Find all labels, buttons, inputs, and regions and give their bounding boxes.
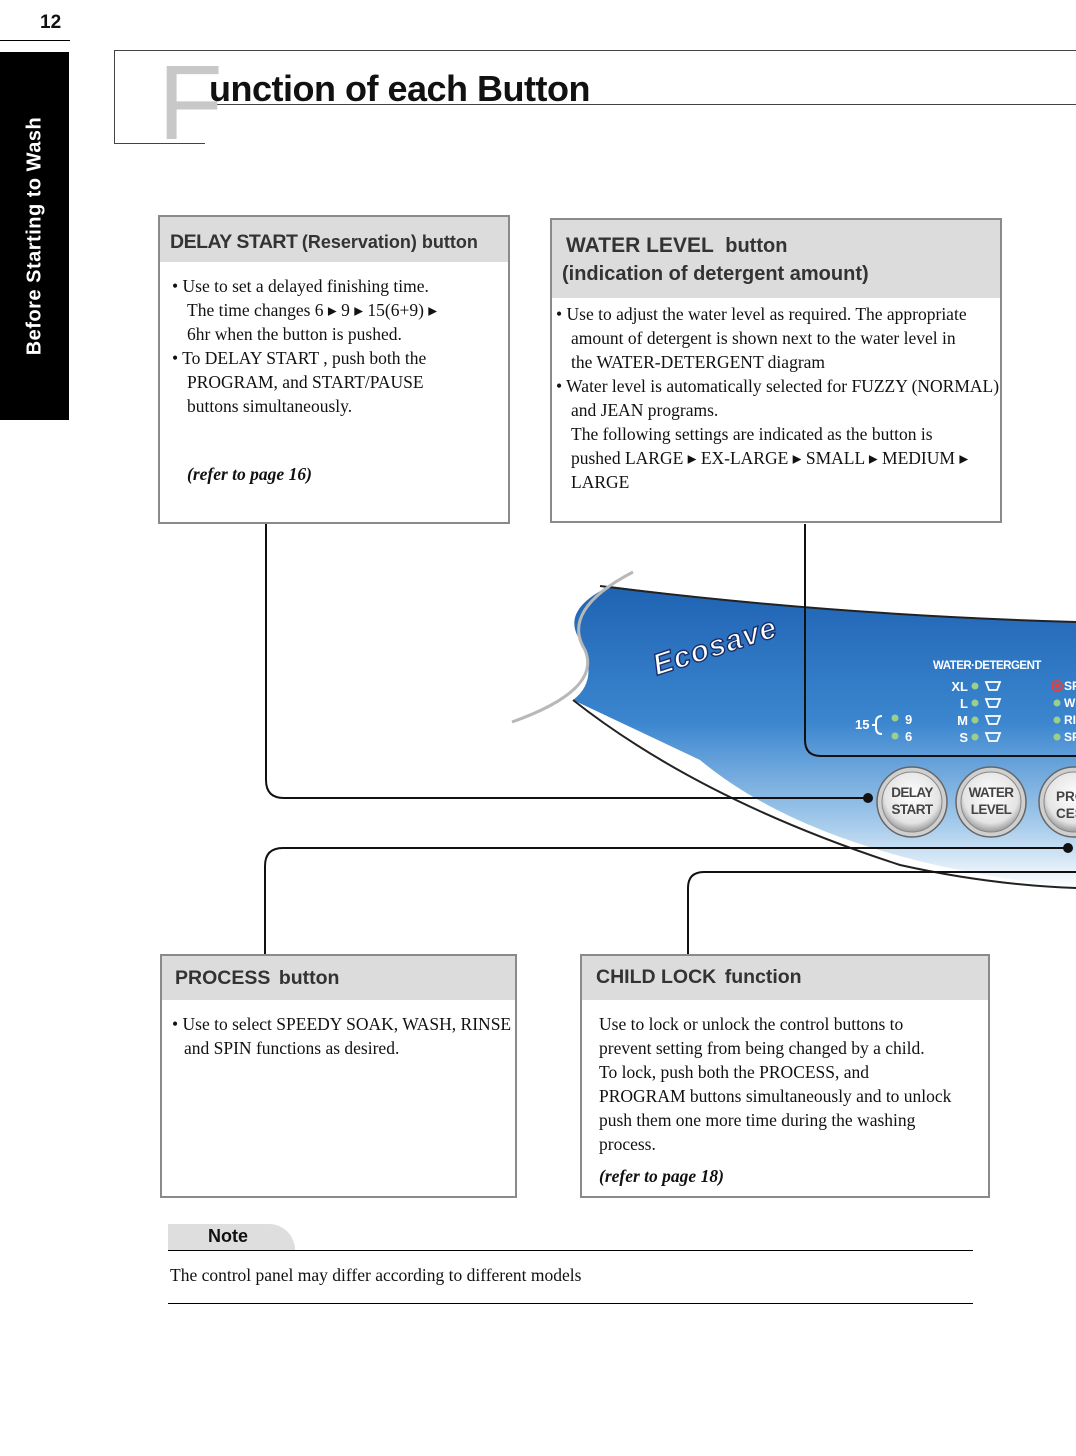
leader-delay-start bbox=[265, 524, 868, 799]
delay-start-body: • Use to set a delayed finishing time. T… bbox=[160, 262, 508, 486]
child-lock-line: prevent setting from being changed by a … bbox=[599, 1038, 925, 1058]
delay-start-button-label: START bbox=[891, 802, 934, 817]
page-number: 12 bbox=[40, 12, 62, 33]
delay-line: The time changes 6 ▸ 9 ▸ 15(6+9) ▸ bbox=[187, 300, 438, 320]
child-lock-line: push them one more time during the washi… bbox=[599, 1110, 916, 1130]
level-label-l: L bbox=[960, 696, 968, 711]
delay-indicator-dots bbox=[891, 714, 899, 740]
delay-line: PROGRAM, and START/PAUSE bbox=[187, 372, 424, 392]
title-rule-bottom bbox=[200, 104, 1076, 105]
delay-label-9: 9 bbox=[905, 712, 913, 727]
water-detergent-label: WATER·DETERGENT bbox=[933, 660, 1041, 672]
detergent-icons bbox=[984, 681, 1002, 742]
water-level-labels: XL L M S bbox=[940, 678, 968, 746]
child-lock-box: CHILD LOCK function Use to lock or unloc… bbox=[580, 954, 990, 1198]
delay-line: buttons simultaneously. bbox=[187, 396, 353, 416]
water-level-button[interactable]: WATER LEVEL bbox=[961, 784, 1021, 818]
process-label-spin: SPI bbox=[1064, 679, 1076, 693]
child-lock-line: Use to lock or unlock the control button… bbox=[599, 1014, 904, 1034]
water-level-title-button: button bbox=[725, 235, 788, 257]
child-lock-line: process. bbox=[599, 1134, 656, 1154]
page-number-rule bbox=[0, 40, 70, 41]
leader-delay-start-dot bbox=[863, 793, 873, 803]
water-level-body: • Use to adjust the water level as requi… bbox=[552, 298, 1000, 494]
delay-start-header: DELAY START (Reservation) button bbox=[160, 217, 508, 262]
water-level-header: WATER LEVEL button (indication of deterg… bbox=[552, 220, 1000, 298]
water-line: pushed LARGE ▸ EX-LARGE ▸ SMALL ▸ MEDIUM… bbox=[571, 448, 969, 468]
process-label-rinse: RI bbox=[1064, 713, 1076, 727]
process-label-speedy: SP bbox=[1064, 730, 1076, 744]
child-lock-subtitle: function bbox=[724, 966, 802, 988]
child-lock-body: Use to lock or unlock the control button… bbox=[582, 1000, 988, 1188]
process-button[interactable]: PRO CES bbox=[1056, 788, 1076, 822]
process-title: PROCESS bbox=[175, 967, 271, 989]
note-tab: Note bbox=[168, 1224, 295, 1250]
spin-indicator-ring bbox=[1051, 680, 1063, 692]
note-rule-top bbox=[168, 1250, 973, 1251]
delay-start-button-label: DELAY bbox=[891, 785, 933, 800]
water-level-subtitle: (indication of detergent amount) bbox=[562, 263, 869, 285]
water-level-title: WATER LEVEL bbox=[566, 234, 714, 257]
note-text: The control panel may differ according t… bbox=[170, 1265, 582, 1285]
water-level-button-label: LEVEL bbox=[970, 802, 1012, 817]
delay-start-title: DELAY START bbox=[170, 231, 298, 253]
level-label-s: S bbox=[959, 730, 968, 745]
leader-process bbox=[264, 847, 1068, 955]
level-indicator-dots bbox=[971, 682, 1061, 741]
water-line: amount of detergent is shown next to the… bbox=[571, 328, 956, 348]
water-level-button-label: WATER bbox=[968, 785, 1014, 800]
process-header: PROCESS button bbox=[162, 956, 515, 1000]
process-body: • Use to select SPEEDY SOAK, WASH, RINSE… bbox=[162, 1000, 515, 1060]
title-rule-top bbox=[114, 50, 1076, 51]
panel-outline bbox=[572, 585, 1076, 889]
delay-start-box: DELAY START (Reservation) button • Use t… bbox=[158, 215, 510, 524]
delay-bracket-icon bbox=[872, 715, 883, 735]
delay-line: 6hr when the button is pushed. bbox=[187, 324, 402, 344]
child-lock-line: To lock, push both the PROCESS, and bbox=[599, 1062, 870, 1082]
process-line: • Use to select SPEEDY SOAK, WASH, RINSE bbox=[172, 1014, 512, 1034]
delay-label-6: 6 bbox=[905, 729, 913, 744]
child-lock-line: PROGRAM buttons simultaneously and to un… bbox=[599, 1086, 952, 1106]
water-level-box: WATER LEVEL button (indication of deterg… bbox=[550, 218, 1002, 523]
panel-left-curve bbox=[511, 570, 634, 724]
process-labels: SPI W RI SP bbox=[1064, 678, 1076, 746]
note-rule-bottom bbox=[168, 1303, 973, 1304]
note-label: Note bbox=[208, 1226, 248, 1246]
process-button-label: PRO bbox=[1056, 789, 1076, 804]
delay-start-button[interactable]: DELAY START bbox=[882, 784, 942, 818]
child-lock-header: CHILD LOCK function bbox=[582, 956, 988, 1000]
child-lock-page-reference: (refer to page 18) bbox=[599, 1166, 724, 1186]
leader-process-dot bbox=[1063, 843, 1073, 853]
process-subtitle: button bbox=[278, 967, 340, 989]
delay-line: • To DELAY START , push both the bbox=[172, 348, 427, 368]
process-box: PROCESS button • Use to select SPEEDY SO… bbox=[160, 954, 517, 1198]
delay-line: • Use to set a delayed finishing time. bbox=[172, 276, 429, 296]
delay-start-subtitle: (Reservation) button bbox=[301, 232, 478, 252]
section-side-tab: Before Starting to Wash bbox=[0, 52, 69, 420]
delay-hour-labels: 9 6 bbox=[905, 711, 912, 745]
child-lock-title: CHILD LOCK bbox=[596, 966, 717, 988]
level-label-xl: XL bbox=[951, 679, 968, 694]
water-line: the WATER-DETERGENT diagram bbox=[571, 352, 826, 372]
process-label-wash: W bbox=[1064, 696, 1076, 710]
leader-child-lock bbox=[687, 871, 1076, 955]
leader-water-level bbox=[804, 524, 1076, 757]
process-button-label: CES bbox=[1056, 806, 1076, 821]
delay-15-label: 15 bbox=[855, 717, 870, 732]
water-line: and JEAN programs. bbox=[571, 400, 719, 420]
water-line: • Water level is automatically selected … bbox=[556, 376, 1000, 396]
panel-shape bbox=[573, 586, 1076, 888]
title-initial-letter: F bbox=[158, 44, 223, 162]
process-line: and SPIN functions as desired. bbox=[184, 1038, 400, 1058]
level-label-m: M bbox=[957, 713, 968, 728]
water-line: The following settings are indicated as … bbox=[571, 424, 933, 444]
page-title: unction of each Button bbox=[209, 68, 590, 109]
water-line: LARGE bbox=[571, 472, 630, 492]
water-line: • Use to adjust the water level as requi… bbox=[556, 304, 967, 324]
delay-page-reference: (refer to page 16) bbox=[187, 464, 312, 484]
